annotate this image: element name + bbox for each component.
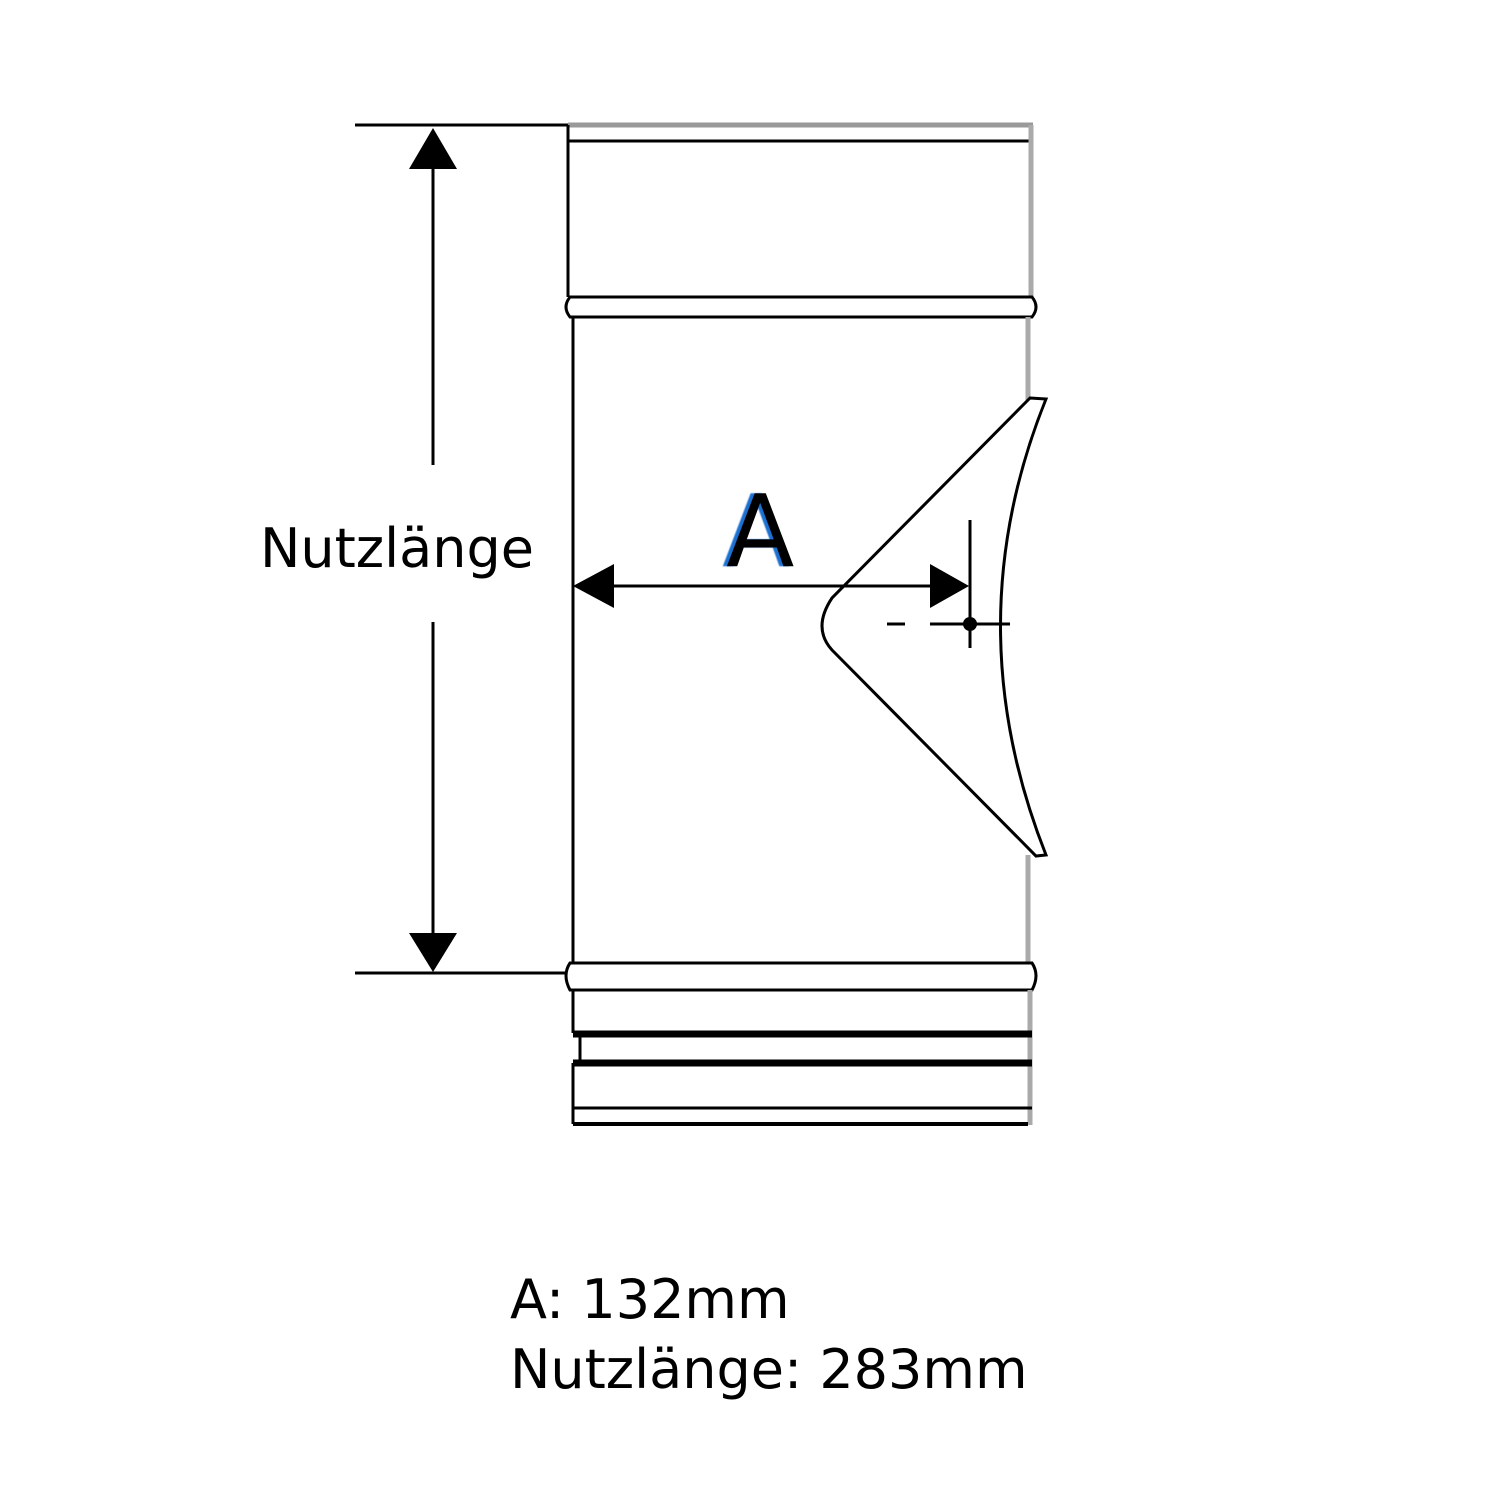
center-point [963, 617, 977, 631]
arrowhead-right [930, 564, 969, 608]
top-bead [564, 295, 1038, 319]
bottom-spigot [571, 990, 1033, 1126]
length-dimension [355, 123, 568, 975]
bottom-bead [564, 961, 1038, 992]
arrowhead-left [573, 564, 614, 608]
length-label: Nutzlänge [260, 517, 534, 580]
side-outlet [820, 396, 1049, 858]
spec-a: A: 132mm [510, 1268, 790, 1331]
arrowhead-down [409, 933, 457, 972]
pipe-body [571, 317, 1031, 963]
top-band [566, 122, 1034, 297]
arrowhead-up [409, 128, 457, 169]
a-label: A [726, 473, 794, 590]
spec-length: Nutzlänge: 283mm [510, 1338, 1028, 1401]
